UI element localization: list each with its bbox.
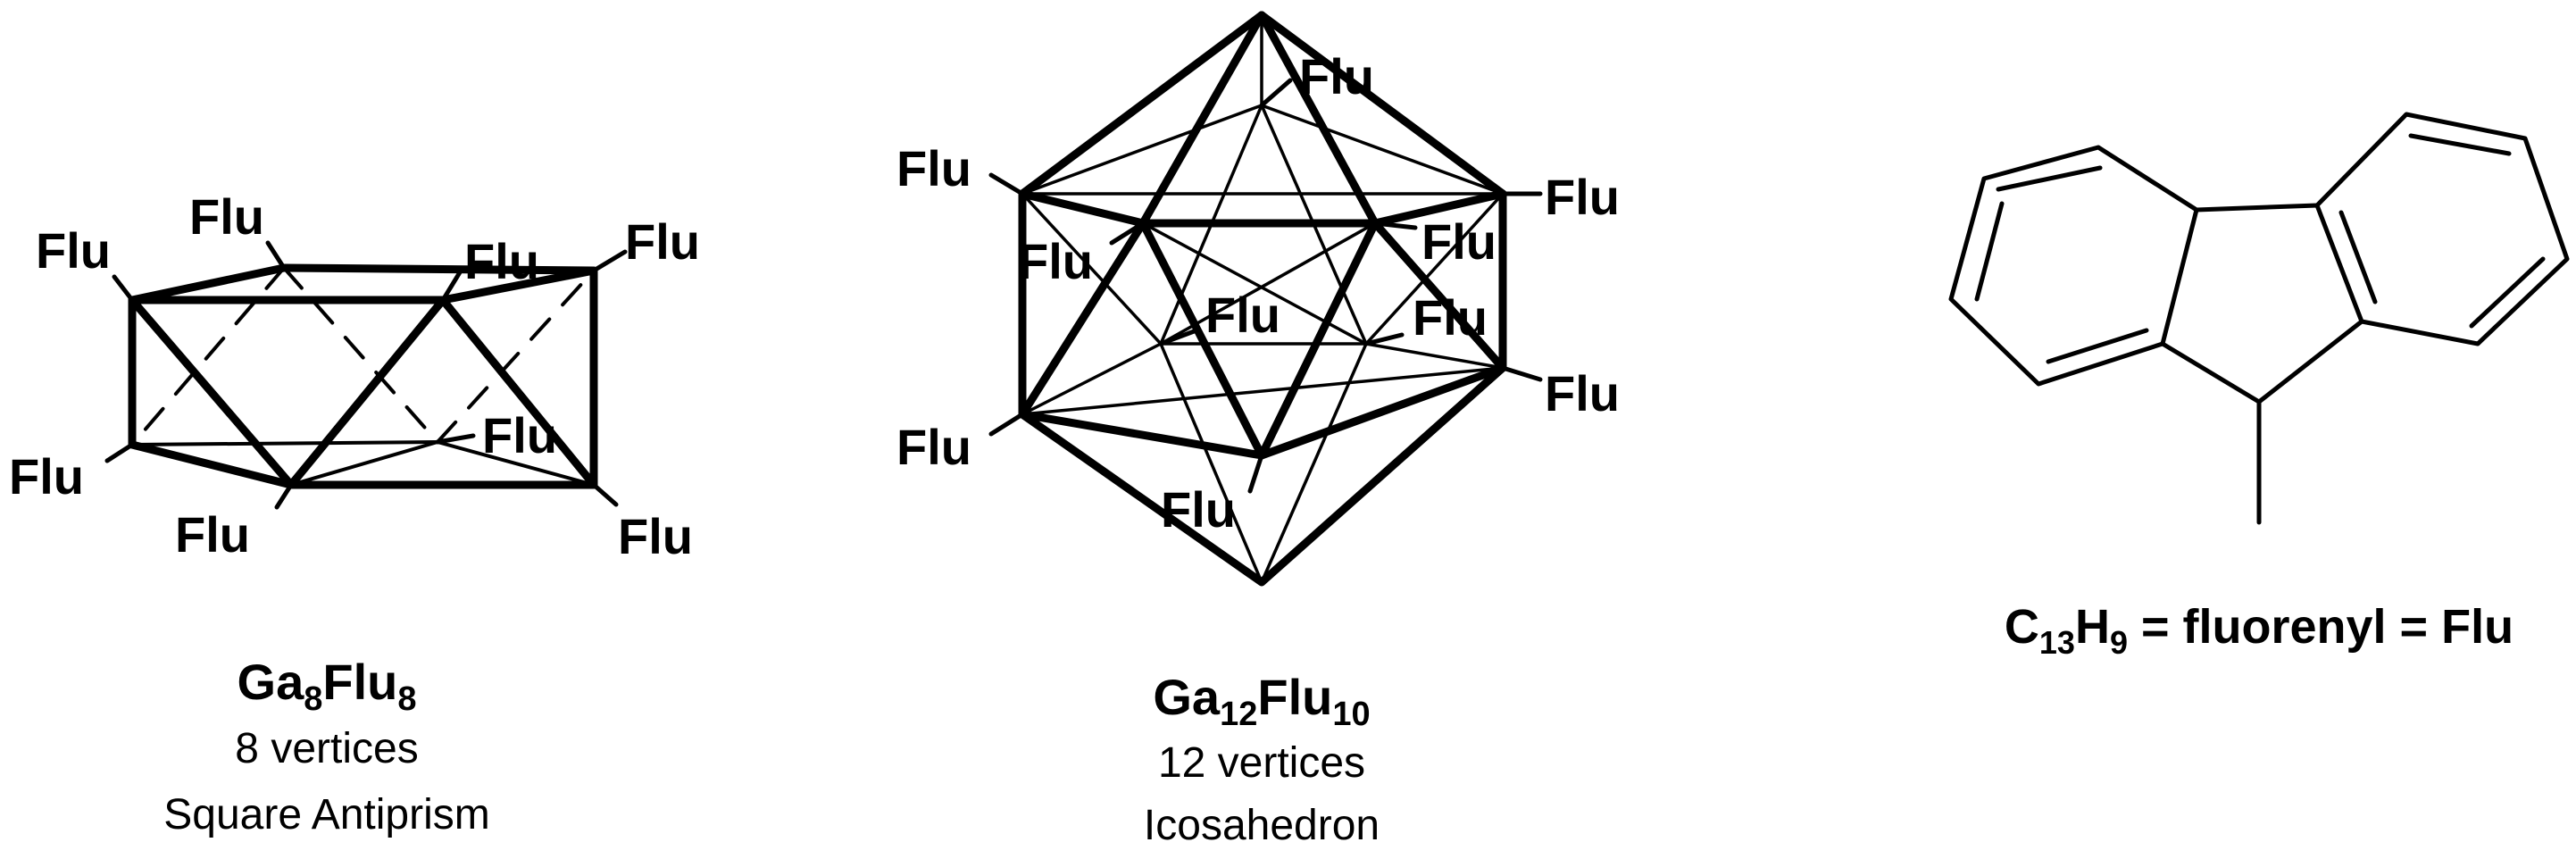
- icosahedron-back-edge: [1159, 221, 1377, 346]
- icosahedron-front-triangle: [1138, 219, 1380, 460]
- icosahedron-edge: [1371, 219, 1507, 372]
- cluster-vertices: 8 vertices: [235, 725, 418, 772]
- cluster-formula: Ga8Flu8: [238, 654, 417, 718]
- icosahedron-back-edge: [1364, 192, 1505, 346]
- antiprism-edge: [287, 296, 447, 489]
- fluorenyl-structure: [1948, 112, 2570, 525]
- icosahedron-back-edge: [1159, 342, 1263, 584]
- flu-label: Flu: [1018, 233, 1093, 289]
- double-bond-line: [2046, 328, 2149, 364]
- double-bond-line: [2469, 256, 2546, 329]
- flu-bond: [1500, 365, 1543, 382]
- flu-bond: [1372, 221, 1418, 230]
- icosahedron-caption: Ga12Flu10 12 vertices Icosahedron: [1144, 669, 1380, 849]
- icosahedron-edge: [1257, 363, 1507, 460]
- icosahedron-structure: [988, 11, 1543, 587]
- flu-label: Flu: [1421, 213, 1496, 270]
- flu-label: Flu: [618, 508, 693, 564]
- flu-label: Flu: [36, 222, 111, 279]
- flu-label: Flu: [9, 448, 84, 505]
- flu-bond: [440, 270, 463, 303]
- antiprism-caption: Ga8Flu8 8 vertices Square Antiprism: [163, 654, 490, 838]
- flu-bond: [1363, 332, 1405, 346]
- antiprism-hidden-edge: [436, 269, 596, 444]
- flu-label: Flu: [1545, 169, 1620, 225]
- double-bond-line: [1996, 165, 2103, 192]
- flu-label: Flu: [189, 188, 264, 245]
- flu-bond: [1259, 78, 1293, 108]
- flu-bond: [1158, 328, 1199, 346]
- icosahedron-back-edge: [1260, 104, 1505, 196]
- flu-bond: [988, 412, 1025, 437]
- flu-label: Flu: [1413, 289, 1488, 346]
- icosahedron-edge: [1018, 189, 1147, 228]
- flu-bond: [591, 249, 628, 273]
- flu-label: Flu: [625, 213, 700, 270]
- cluster-shape: Square Antiprism: [163, 791, 490, 838]
- flu-bond: [1247, 453, 1264, 494]
- fluorenyl-five-ring: [2160, 319, 2364, 404]
- flu-bond: [265, 240, 287, 271]
- antiprism-back-edge: [130, 440, 439, 446]
- icosahedron-edge: [1257, 11, 1380, 228]
- antiprism-flu-labels: Flu Flu Flu Flu Flu Flu Flu Flu: [9, 188, 700, 564]
- double-bond-line: [2338, 210, 2378, 304]
- antiprism-back-edge: [289, 440, 439, 487]
- icosahedron-back-edge: [1021, 104, 1263, 196]
- flu-bond: [112, 274, 135, 303]
- flu-label: Flu: [1161, 481, 1236, 538]
- double-bond-line: [2408, 133, 2512, 156]
- flu-bond: [274, 482, 294, 510]
- cluster-formula: Ga12Flu10: [1153, 669, 1370, 733]
- icosahedron-back-triangle: [1159, 104, 1368, 346]
- antiprism-edge: [438, 296, 598, 489]
- icosahedron-back-edge: [1021, 342, 1163, 416]
- icosahedron-back-edge: [1021, 192, 1163, 346]
- square-antiprism-structure: [104, 240, 628, 510]
- antiprism-edge: [279, 263, 598, 275]
- flu-label: Flu: [896, 419, 971, 475]
- icosahedron-flu-labels: Flu Flu Flu Flu Flu Flu Flu Flu Flu Flu: [896, 48, 1620, 538]
- flu-label: Flu: [896, 140, 971, 196]
- flu-label: Flu: [1299, 48, 1374, 104]
- flu-label: Flu: [464, 233, 539, 289]
- antiprism-edge: [128, 296, 296, 489]
- flu-bond: [1109, 221, 1146, 246]
- icosahedron-back-edge: [1260, 342, 1368, 584]
- icosahedron-back-edge: [1141, 221, 1368, 346]
- icosahedron-edge: [1018, 410, 1266, 460]
- flu-bond: [435, 433, 476, 445]
- cluster-shape: Icosahedron: [1144, 802, 1380, 849]
- antiprism-hidden-edge: [282, 266, 439, 444]
- flu-label: Flu: [1205, 287, 1280, 343]
- icosahedron-edge: [1138, 11, 1266, 228]
- flu-label: Flu: [482, 407, 557, 463]
- double-bond-line: [1974, 201, 2005, 302]
- antiprism-edge: [128, 263, 288, 304]
- icosahedron-back-edge: [1364, 342, 1505, 370]
- flu-bond: [591, 482, 619, 507]
- flu-bond: [104, 442, 135, 463]
- fluorenyl-right-ring: [2314, 112, 2570, 346]
- fluorenyl-caption: C13H9 = fluorenyl = Flu: [2005, 600, 2513, 661]
- cluster-vertices: 12 vertices: [1158, 739, 1365, 787]
- flu-label: Flu: [1545, 365, 1620, 421]
- fluorenyl-bridge-bond: [2194, 203, 2320, 213]
- flu-bond: [988, 172, 1025, 196]
- antiprism-hidden-edge: [130, 266, 286, 446]
- icosahedron-back-edge: [1021, 366, 1505, 416]
- antiprism-back-edge: [436, 440, 596, 487]
- icosahedron-edge: [1018, 219, 1147, 419]
- icosahedron-edge: [1371, 189, 1507, 228]
- flu-label: Flu: [175, 506, 250, 563]
